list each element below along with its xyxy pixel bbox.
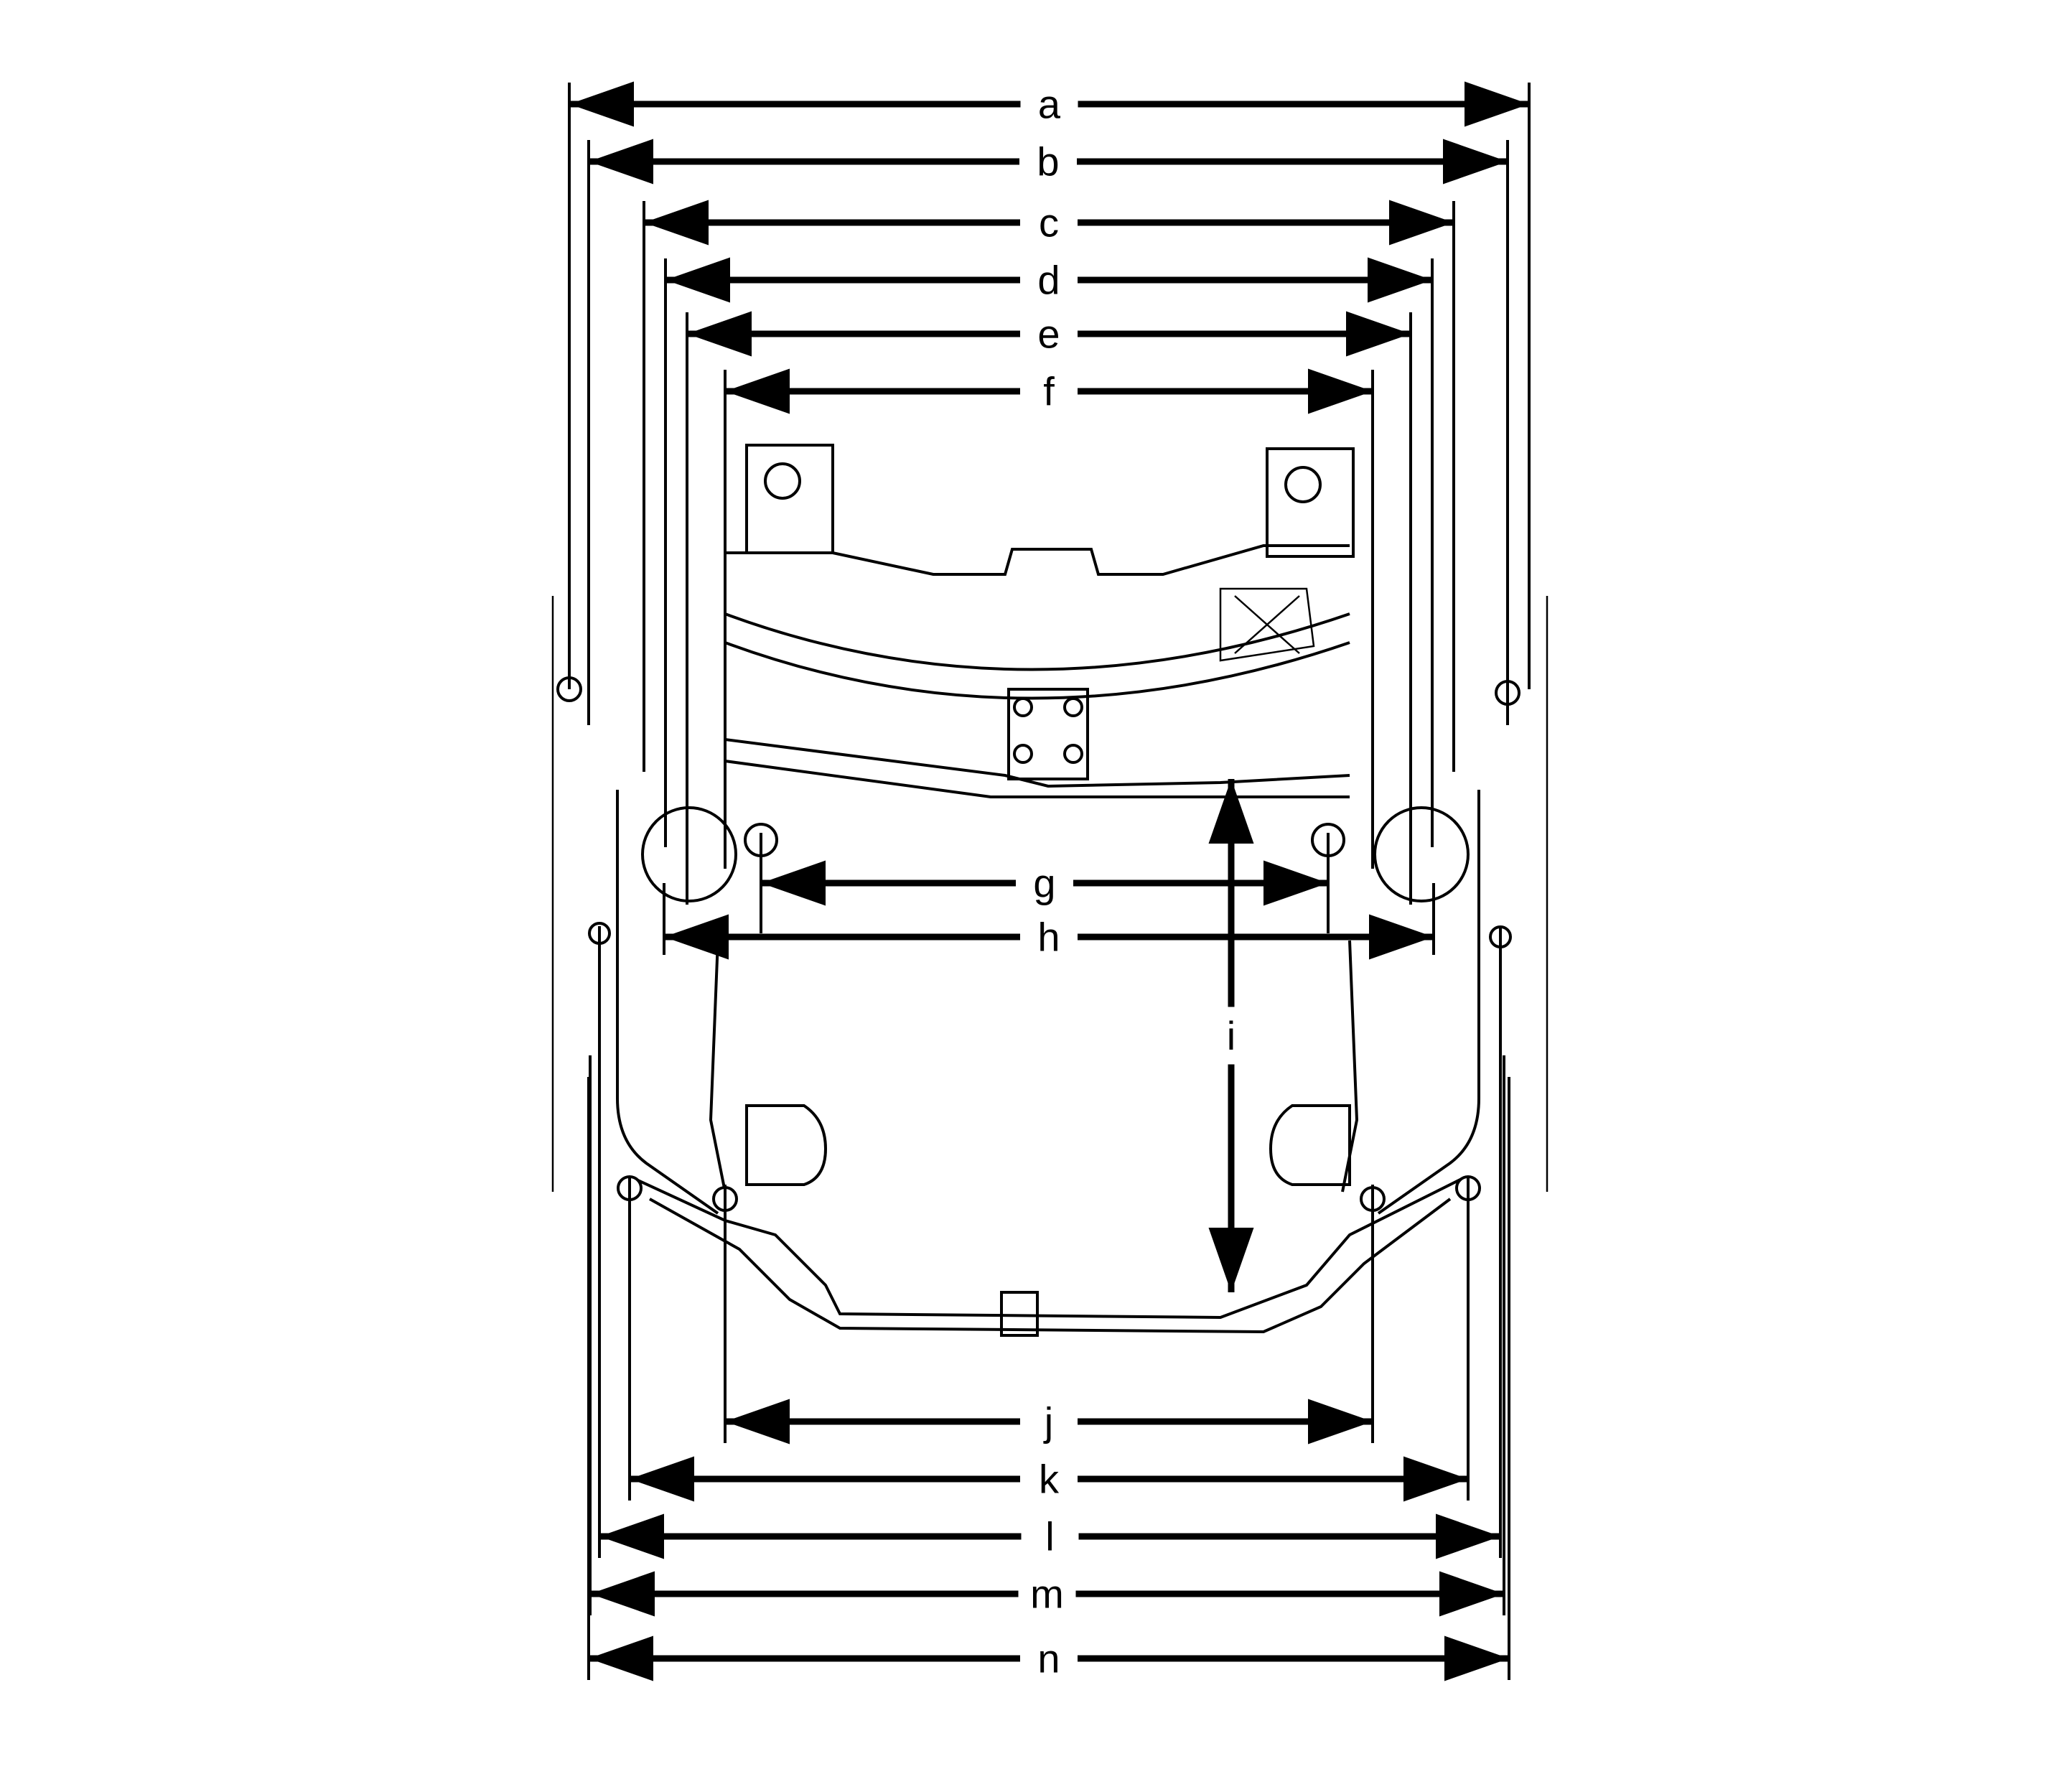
dimension-label: l (1045, 1514, 1054, 1559)
front-cross-member (631, 1176, 1465, 1320)
bolt-icon (1013, 697, 1033, 717)
left-inner-rail (709, 940, 727, 1193)
rear-cross-member-lower (724, 760, 1350, 798)
mount-hole-icon (764, 462, 801, 500)
right-strut-tower (1373, 806, 1470, 902)
upper-cross-member (725, 544, 1350, 576)
dimension-a: a (568, 81, 1531, 689)
curved-beam-top (724, 612, 1350, 671)
bolt-icon (1063, 697, 1083, 717)
right-engine-mount (1269, 1104, 1351, 1186)
front-center-bracket (1000, 1291, 1039, 1337)
right-upper-mount (1266, 447, 1355, 558)
dimension-label: g (1033, 861, 1055, 906)
dimension-label: m (1030, 1572, 1064, 1617)
dimension-h: h (663, 883, 1435, 960)
dimension-i: i (1208, 779, 1254, 1292)
bolt-icon (1013, 744, 1033, 764)
left-strut-tower (641, 806, 737, 902)
left-outer-rail (616, 790, 719, 1215)
left-upper-mount (745, 444, 834, 554)
bolt-icon (1063, 744, 1083, 764)
dimension-c: c (643, 200, 1455, 772)
dimension-l: l (598, 926, 1502, 1559)
right-outer-rail (1377, 790, 1480, 1215)
front-cross-member-lower (649, 1198, 1452, 1334)
dimension-label: d (1037, 258, 1060, 303)
dimension-label: j (1043, 1399, 1053, 1445)
dimension-g: g (760, 833, 1330, 933)
dimension-label: h (1037, 915, 1060, 960)
rear-cross-member (724, 738, 1350, 788)
dimension-j: j (724, 1185, 1374, 1445)
dimension-n: n (587, 1077, 1510, 1681)
curved-beam-bottom (724, 641, 1350, 700)
dimension-b: b (587, 139, 1509, 725)
dimension-f: f (724, 368, 1374, 869)
dimension-d: d (664, 257, 1434, 847)
right-inner-rail (1341, 940, 1359, 1193)
dimension-label: c (1039, 200, 1059, 246)
dimension-label: b (1037, 139, 1059, 185)
dimension-label: a (1038, 82, 1061, 127)
mount-hole-icon (1284, 466, 1322, 503)
x-brace-icon (1234, 595, 1300, 654)
dimension-label: k (1039, 1457, 1060, 1502)
vehicle-frame-illustration (551, 444, 1548, 1337)
left-engine-mount (745, 1104, 828, 1186)
dimension-e: e (686, 311, 1412, 905)
dimension-label: n (1037, 1636, 1060, 1681)
x-brace-plate (1219, 587, 1315, 662)
dimension-label: e (1037, 312, 1060, 357)
dimension-label: i (1227, 1013, 1235, 1058)
dimension-k: k (628, 1177, 1470, 1502)
center-bracket (1007, 688, 1089, 780)
dimension-label: f (1043, 369, 1055, 414)
